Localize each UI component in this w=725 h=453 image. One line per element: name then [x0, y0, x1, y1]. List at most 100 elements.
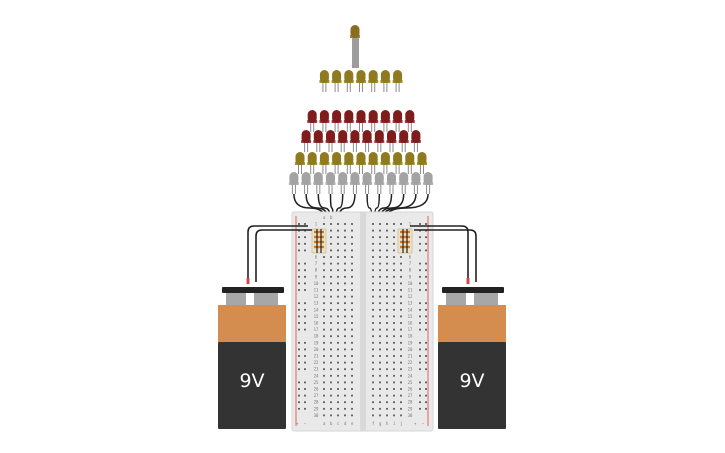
led[interactable]: [410, 130, 421, 152]
row-number: 17: [408, 327, 413, 332]
wire-left-battery-black: [255, 229, 312, 282]
led[interactable]: [410, 172, 421, 194]
battery-left-label: 9V: [239, 370, 264, 392]
led[interactable]: [319, 70, 330, 92]
led[interactable]: [331, 110, 342, 132]
wire-left-battery-red: [247, 225, 308, 282]
led[interactable]: [319, 152, 330, 174]
led[interactable]: [380, 152, 391, 174]
led[interactable]: [392, 152, 403, 174]
row-number: 26: [408, 387, 413, 392]
row-number: 7: [409, 261, 412, 266]
led[interactable]: [343, 70, 354, 92]
col-letter-h: h: [386, 421, 389, 426]
led[interactable]: [349, 130, 360, 152]
led[interactable]: [288, 172, 299, 194]
row-number: 8: [315, 268, 318, 273]
led[interactable]: [392, 70, 403, 92]
battery-left[interactable]: 9V: [218, 287, 286, 429]
led[interactable]: [319, 110, 330, 132]
led[interactable]: [374, 130, 385, 152]
led[interactable]: [343, 110, 354, 132]
led[interactable]: [386, 172, 397, 194]
led[interactable]: [331, 152, 342, 174]
row-number: 12: [314, 294, 319, 299]
led[interactable]: [368, 152, 379, 174]
row-number: 30: [408, 413, 413, 418]
led[interactable]: [392, 110, 403, 132]
led[interactable]: [356, 152, 366, 174]
row-number: 19: [408, 340, 413, 345]
breadboard-column-letters-bottom: a b c d e f g h i j a b + − + −: [296, 215, 425, 426]
led[interactable]: [301, 130, 312, 152]
led[interactable]: [356, 70, 366, 92]
row-number: 11: [314, 288, 319, 293]
row-number: 29: [314, 406, 319, 411]
row-number: 9: [409, 274, 412, 279]
led[interactable]: [325, 130, 336, 152]
row-number: 22: [408, 360, 413, 365]
led[interactable]: [386, 130, 397, 152]
row-number: 9: [315, 274, 318, 279]
battery-wires: [246, 225, 477, 284]
led[interactable]: [349, 172, 360, 194]
led[interactable]: [380, 70, 391, 92]
breadboard: 1122334455667788991010111112121313141415…: [291, 211, 434, 432]
led[interactable]: [295, 152, 305, 174]
led[interactable]: [368, 70, 379, 92]
breadboard-center-channel: [360, 212, 366, 431]
led[interactable]: [398, 130, 409, 152]
led[interactable]: [313, 130, 324, 152]
led-matrix: [288, 25, 434, 194]
led[interactable]: [368, 110, 379, 132]
col-letter-d: d: [344, 421, 347, 426]
row-number: 15: [408, 314, 413, 319]
led[interactable]: [356, 110, 366, 132]
battery-left-terminal-2: [254, 293, 278, 305]
row-number: 16: [408, 321, 413, 326]
led-stem: [352, 38, 359, 68]
led[interactable]: [404, 110, 415, 132]
battery-left-terminal-1: [226, 293, 246, 305]
row-number: 23: [408, 367, 413, 372]
rail-minus-label-right: −: [422, 421, 425, 426]
battery-right-terminal-1: [446, 293, 466, 305]
led[interactable]: [417, 152, 427, 174]
row-number: 22: [314, 360, 319, 365]
led[interactable]: [331, 70, 342, 92]
led[interactable]: [404, 152, 415, 174]
led[interactable]: [398, 172, 409, 194]
row-number: 28: [314, 400, 319, 405]
resistor-array-left[interactable]: [311, 228, 327, 254]
led[interactable]: [337, 172, 348, 194]
led[interactable]: [307, 110, 318, 132]
col-letter-i: i: [393, 421, 396, 426]
row-number: 14: [408, 307, 413, 312]
led[interactable]: [307, 152, 318, 174]
row-number: 1: [409, 222, 412, 227]
led[interactable]: [423, 172, 434, 194]
row-number: 29: [408, 406, 413, 411]
led[interactable]: [313, 172, 324, 194]
row-number: 25: [314, 380, 319, 385]
battery-right[interactable]: 9V: [438, 287, 506, 429]
led[interactable]: [362, 172, 373, 194]
col-letter-b: b: [330, 421, 333, 426]
row-number: 16: [314, 321, 319, 326]
row-number: 6: [315, 255, 318, 260]
led[interactable]: [325, 172, 336, 194]
led[interactable]: [343, 152, 354, 174]
breadboard-holes: [298, 223, 427, 417]
row-number: 28: [408, 400, 413, 405]
col-letter-g: g: [379, 421, 382, 426]
led[interactable]: [380, 110, 391, 132]
led[interactable]: [337, 130, 348, 152]
led[interactable]: [374, 172, 385, 194]
row-number: 10: [314, 281, 319, 286]
led[interactable]: [362, 130, 373, 152]
resistor-array-right[interactable]: [397, 228, 413, 254]
wire-right-battery-black: [414, 229, 477, 282]
led[interactable]: [301, 172, 312, 194]
battery-left-body: [218, 342, 286, 429]
